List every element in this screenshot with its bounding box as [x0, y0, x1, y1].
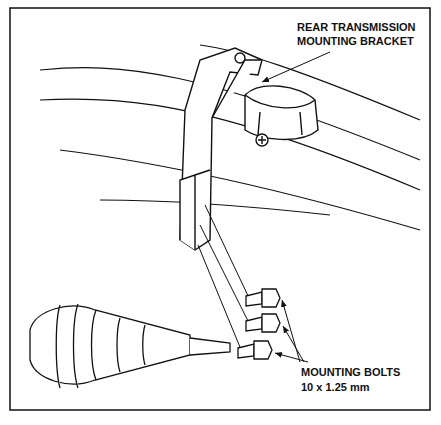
frame [10, 8, 430, 410]
cv-boot [30, 304, 230, 388]
mounting-bracket [180, 48, 262, 250]
part-label: REAR TRANSMISSION MOUNTING BRACKET [296, 20, 420, 48]
part-label: MOUNTING BOLTS [300, 365, 401, 379]
mounting-bolt [238, 289, 280, 359]
dimension-label: 10 x 1.25 mm [300, 380, 371, 394]
leader-line [262, 52, 330, 362]
bolt-guide-lines [198, 205, 250, 352]
rubber-mount [245, 86, 318, 146]
